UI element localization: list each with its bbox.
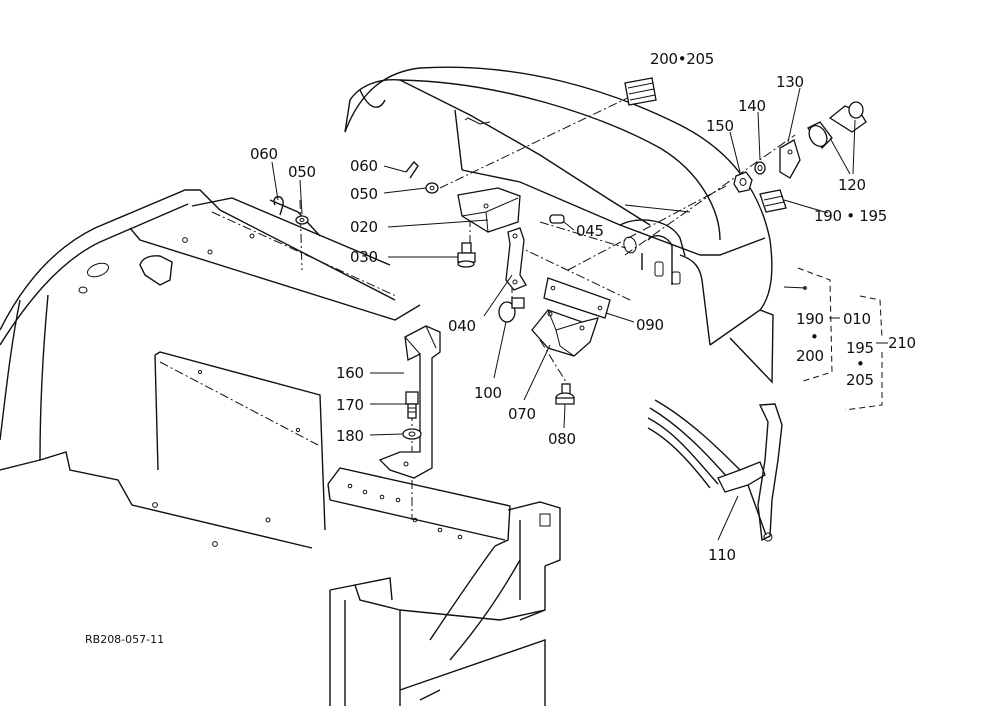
label-040: 040: [448, 317, 476, 335]
label-060-left: 060: [250, 145, 278, 163]
part-clip-060b: [405, 160, 419, 179]
part-plate-090: [543, 277, 611, 319]
label-160: 160: [336, 364, 364, 382]
group-label-010: 010: [843, 310, 871, 328]
group-label-205: 205: [846, 371, 874, 389]
part-bracket-020: [457, 187, 521, 233]
part-decal-190: [759, 189, 787, 213]
label-150: 150: [706, 117, 734, 135]
part-bolt-100: [498, 297, 525, 323]
label-070: 070: [508, 405, 536, 423]
fender-shell: [344, 66, 807, 384]
group-label-195: 195: [846, 339, 874, 357]
part-washer-050b: [425, 182, 439, 194]
label-190-195: 190 • 195: [814, 207, 887, 225]
lower-frame: [327, 467, 561, 706]
group-dot-1: •: [810, 328, 819, 346]
part-bracket-130: [779, 139, 801, 179]
label-140: 140: [738, 97, 766, 115]
part-decal-200: [624, 77, 657, 106]
part-pin-045: [549, 214, 565, 224]
label-030: 030: [350, 248, 378, 266]
part-washer-180: [402, 428, 422, 440]
part-clip-060a: [273, 196, 284, 216]
part-bolt-170: [405, 391, 419, 419]
part-bolt-030: [457, 242, 476, 268]
part-link-040: [505, 227, 527, 291]
leader-lines: [271, 87, 888, 541]
part-nut-150: [733, 171, 753, 193]
group-label-200: 200: [796, 347, 824, 365]
label-170: 170: [336, 396, 364, 414]
label-090: 090: [636, 316, 664, 334]
label-100: 100: [474, 384, 502, 402]
part-labels: 200•205 130 140 150 120 190 • 195 060 05…: [85, 50, 916, 646]
label-060-center: 060: [350, 157, 378, 175]
drawing-number: RB208-057-11: [85, 633, 164, 646]
group-label-190: 190: [796, 310, 824, 328]
part-strap-110: [647, 399, 783, 542]
label-130: 130: [776, 73, 804, 91]
label-180: 180: [336, 427, 364, 445]
label-200-205: 200•205: [650, 50, 714, 68]
assembly-lines: [299, 91, 796, 520]
part-latch-070: [531, 309, 599, 357]
label-080: 080: [548, 430, 576, 448]
label-120: 120: [838, 176, 866, 194]
part-washer-140: [754, 161, 766, 175]
label-050-left: 050: [288, 163, 316, 181]
part-lamp-120: [807, 101, 867, 150]
label-020: 020: [350, 218, 378, 236]
label-110: 110: [708, 546, 736, 564]
group-dot-2: •: [856, 355, 865, 373]
part-bolt-080: [555, 383, 575, 405]
fender-body: [0, 189, 421, 549]
part-washer-050a: [295, 215, 309, 225]
group-label-210: 210: [888, 334, 916, 352]
label-045: 045: [576, 222, 604, 240]
label-050-center: 050: [350, 185, 378, 203]
part-bracket-160: [378, 325, 441, 479]
